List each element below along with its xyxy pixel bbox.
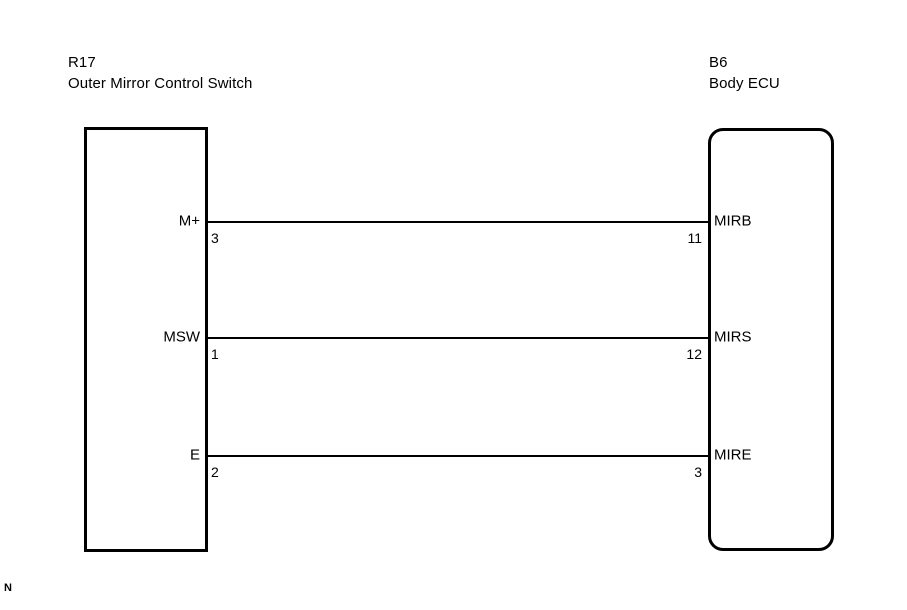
terminal-signal-left: M+ <box>178 212 200 230</box>
page-mark: N <box>4 582 12 594</box>
terminal-signal-left: E <box>189 446 200 464</box>
connector-title-right: B6 Body ECU <box>709 52 780 94</box>
terminal-signal-right: MIRS <box>714 328 752 346</box>
connector-body-left <box>84 127 208 552</box>
terminal-pin-left: 2 <box>211 464 219 480</box>
terminal-signal-right: MIRB <box>714 212 752 230</box>
connector-name-left: Outer Mirror Control Switch <box>68 75 253 92</box>
connector-code-right: B6 <box>709 54 728 71</box>
terminal-pin-right: 3 <box>694 464 702 480</box>
terminal-signal-right: MIRE <box>714 446 752 464</box>
terminal-pin-left: 3 <box>211 230 219 246</box>
terminal-pin-left: 1 <box>211 346 219 362</box>
wire-line <box>207 455 710 457</box>
wire-line <box>207 221 710 223</box>
terminal-pin-right: 11 <box>687 230 702 246</box>
terminal-signal-left: MSW <box>163 328 200 346</box>
terminal-pin-right: 12 <box>686 346 702 362</box>
connector-name-right: Body ECU <box>709 75 780 92</box>
connector-body-right <box>708 128 834 551</box>
connector-code-left: R17 <box>68 54 96 71</box>
connector-title-left: R17 Outer Mirror Control Switch <box>68 52 252 94</box>
wire-line <box>207 337 710 339</box>
